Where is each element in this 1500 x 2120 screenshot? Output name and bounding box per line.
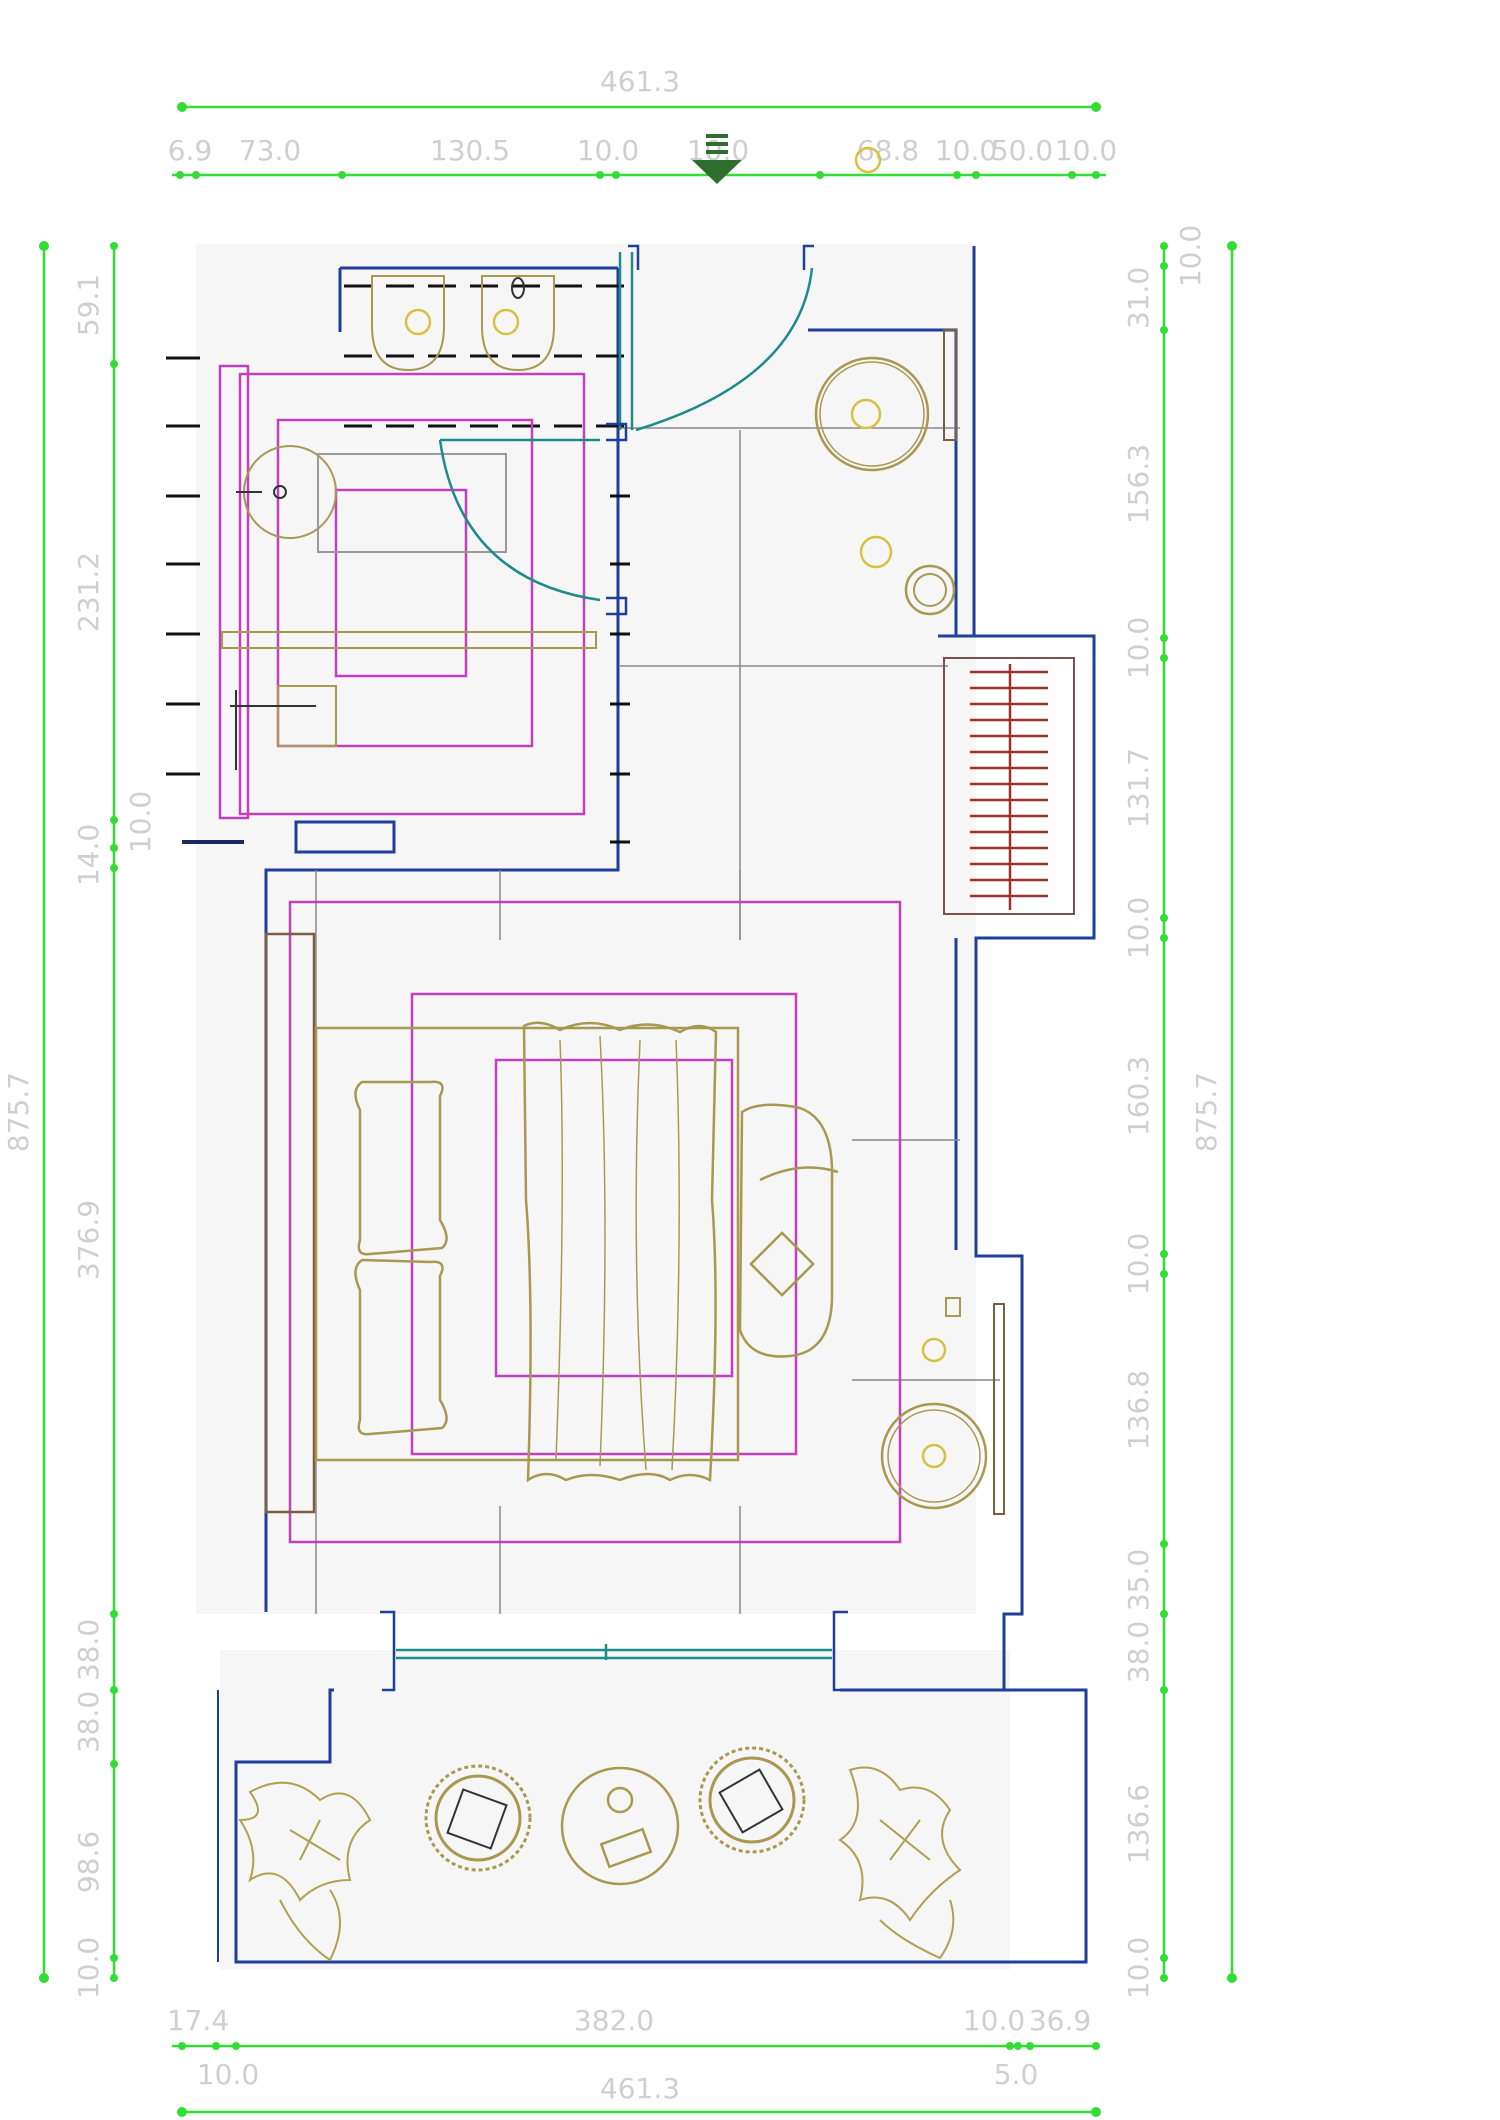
right-seg-11: 38.0: [1122, 1621, 1155, 1683]
left-seg-2: 231.2: [72, 552, 105, 632]
right-seg-12: 136.6: [1122, 1784, 1155, 1864]
partition-slats: [166, 284, 630, 844]
right-seg-10: 35.0: [1122, 1549, 1155, 1611]
circle-light-icon: [850, 398, 882, 430]
circle-light-icon: [859, 535, 893, 569]
circle-light-icon: [921, 1337, 947, 1363]
bathroom-fixtures: [221, 275, 597, 770]
right-seg-1: 10.0: [1174, 225, 1207, 287]
woven-stool: [698, 1746, 806, 1854]
left-dimensions: 875.7 59.1 231.2 14.0 10.0 376.9 38.0 38…: [2, 241, 157, 1999]
right-seg-4: 10.0: [1122, 617, 1155, 679]
bottom-total-label: 461.3: [600, 2072, 680, 2105]
bottom-seg-5: 10.0: [197, 2058, 259, 2091]
right-seg-5: 131.7: [1122, 748, 1155, 828]
sink: [236, 445, 337, 539]
shower-bench: [221, 631, 597, 649]
left-seg-1: 59.1: [72, 274, 105, 336]
bed: [264, 932, 740, 1514]
right-dimensions: 10.0 31.0 156.3 10.0 131.7 10.0 160.3 10…: [1122, 225, 1237, 1999]
balcony-door: [380, 1610, 848, 1692]
entrance-marker: [692, 134, 882, 184]
top-seg-4: 10.0: [577, 134, 639, 167]
balcony-furniture: [238, 1746, 962, 1962]
side-table: [560, 1766, 680, 1886]
bottom-seg-2: 382.0: [574, 2004, 654, 2037]
bottom-seg-3: 10.0: [963, 2004, 1025, 2037]
bottom-seg-4: 36.9: [1029, 2004, 1091, 2037]
entrance-furniture: [404, 308, 957, 616]
entry-door: [438, 244, 814, 616]
right-seg-8: 10.0: [1122, 1233, 1155, 1295]
vanity-counter: [317, 453, 507, 553]
right-seg-7: 160.3: [1122, 1056, 1155, 1136]
left-seg-3: 14.0: [72, 824, 105, 886]
top-seg-9: 10.0: [1055, 134, 1117, 167]
left-seg-4: 10.0: [124, 791, 157, 853]
right-seg-9: 136.8: [1122, 1370, 1155, 1450]
circle-light-icon: [854, 146, 882, 174]
circle-light-icon: [492, 308, 520, 336]
down-arrow-icon: [692, 134, 742, 184]
top-seg-7: 10.0: [935, 134, 997, 167]
right-seg-3: 156.3: [1122, 444, 1155, 524]
pillow: [354, 1258, 448, 1436]
top-seg-3: 130.5: [430, 134, 510, 167]
left-seg-8: 98.6: [72, 1831, 105, 1893]
plant: [238, 1781, 372, 1962]
circle-light-icon: [921, 1443, 947, 1469]
top-seg-1: 6.9: [168, 134, 213, 167]
bottom-seg-1: 17.4: [167, 2004, 229, 2037]
woven-stool: [424, 1764, 532, 1872]
right-seg-13: 10.0: [1122, 1937, 1155, 1999]
round-table: [814, 356, 930, 472]
shower-tray: [277, 685, 337, 747]
left-total-label: 875.7: [2, 1072, 35, 1152]
pillow: [354, 1080, 448, 1256]
ceiling-zones: [218, 364, 902, 1544]
top-seg-8: 50.0: [991, 134, 1053, 167]
plant: [838, 1766, 962, 1960]
top-total-label: 461.3: [600, 65, 680, 98]
right-total-label: 875.7: [1190, 1072, 1223, 1152]
left-seg-7: 38.0: [72, 1691, 105, 1753]
left-seg-6: 38.0: [72, 1619, 105, 1681]
right-seg-6: 10.0: [1122, 897, 1155, 959]
bidet: [481, 275, 555, 372]
bottom-dimensions: 17.4 382.0 10.0 36.9 10.0 5.0 461.3: [167, 2004, 1101, 2117]
bedside-table: [880, 1297, 1005, 1515]
top-seg-2: 73.0: [239, 134, 301, 167]
bed-runner: [522, 1021, 718, 1483]
top-dimensions: 461.3 6.9 73.0 130.5 10.0 10.0 68.8 10.0…: [168, 65, 1117, 179]
armchair: [738, 1103, 839, 1358]
top-seg-6: 68.8: [857, 134, 919, 167]
radiator: [943, 657, 1075, 915]
left-seg-9: 10.0: [72, 1937, 105, 1999]
toilet: [371, 275, 445, 372]
right-seg-2: 31.0: [1122, 267, 1155, 329]
left-seg-5: 376.9: [72, 1200, 105, 1280]
circle-light-icon: [404, 308, 432, 336]
bottom-seg-6: 5.0: [994, 2058, 1039, 2091]
